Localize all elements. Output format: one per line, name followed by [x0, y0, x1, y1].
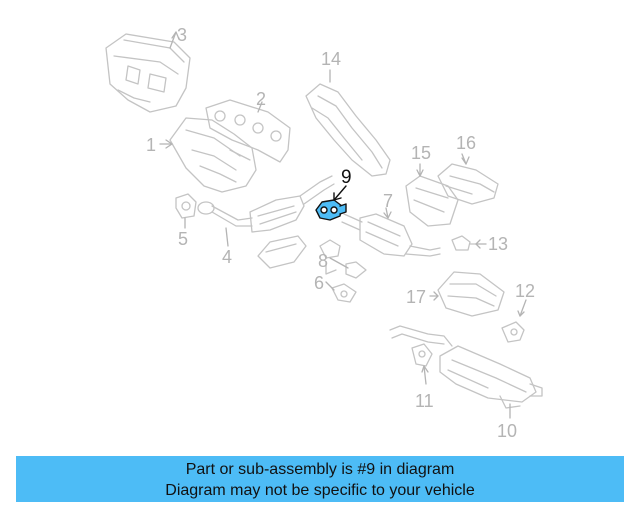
part-9-leader-arrow [333, 185, 347, 201]
callout-3: 3 [177, 25, 188, 45]
part-8-hanger[interactable] [319, 239, 367, 279]
callout-2: 2 [256, 89, 267, 109]
part-17-heat-shield[interactable] [429, 271, 505, 317]
part-5-gasket[interactable] [175, 193, 197, 229]
part-3-engine-cover[interactable] [105, 31, 191, 113]
part-1-exhaust-manifold[interactable] [159, 117, 257, 193]
callout-15: 15 [411, 143, 432, 163]
callout-1: 1 [146, 135, 157, 155]
part-11-hanger[interactable] [411, 343, 433, 385]
part-15-bracket[interactable] [405, 163, 459, 227]
callout-16: 16 [456, 133, 477, 153]
banner-line-1: Part or sub-assembly is #9 in diagram [185, 461, 455, 478]
part-14-heat-shield[interactable] [305, 69, 391, 177]
info-banner: Part or sub-assembly is #9 in diagram Di… [16, 456, 624, 502]
callout-14: 14 [321, 49, 342, 69]
callout-7: 7 [383, 191, 394, 211]
part-13-sensor[interactable] [451, 235, 487, 251]
callout-6: 6 [314, 273, 325, 293]
callout-5: 5 [178, 229, 189, 249]
part-4-front-pipe[interactable] [197, 175, 335, 247]
callout-4: 4 [222, 247, 233, 267]
callout-11: 11 [415, 391, 434, 411]
part-10-muffler[interactable] [389, 325, 543, 419]
part-6-bolt[interactable] [325, 281, 357, 303]
callout-10: 10 [497, 421, 518, 441]
callout-13: 13 [488, 234, 509, 254]
part-12-bracket[interactable] [501, 299, 527, 343]
callout-8: 8 [318, 251, 329, 271]
part-2-manifold-gasket[interactable] [205, 99, 291, 163]
banner-line-2: Diagram may not be specific to your vehi… [165, 482, 475, 499]
part-7-center-pipe[interactable] [341, 207, 441, 257]
callout-17: 17 [406, 287, 427, 307]
callout-9: 9 [341, 167, 352, 188]
heat-shield-lower[interactable] [257, 235, 307, 269]
part-9-exhaust-gasket[interactable] [315, 199, 347, 221]
callout-12: 12 [515, 281, 536, 301]
part-16-heat-shield[interactable] [437, 153, 499, 205]
